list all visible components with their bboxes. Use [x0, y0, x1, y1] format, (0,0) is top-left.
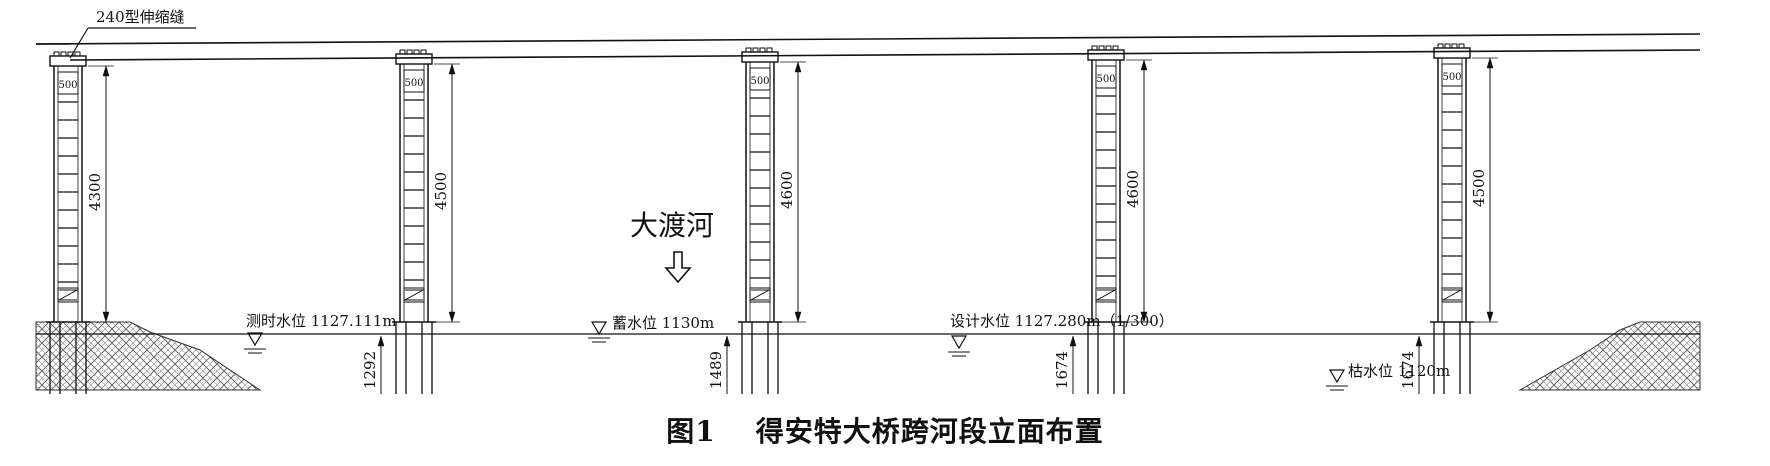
pier-height-label: 4600 — [1124, 170, 1142, 208]
pier-height-dimension: 4600 — [778, 61, 806, 323]
figure-number: 图1 — [666, 415, 716, 448]
dry-water-level-label: 枯水位 1120m — [1348, 362, 1450, 380]
bridge-deck — [35, 33, 1701, 61]
pier-width-label: 500 — [404, 78, 423, 89]
pier-3: 500 4600 1489 — [707, 47, 806, 394]
right-bank — [1518, 321, 1701, 391]
expansion-joint-label: 240型伸缩缝 — [96, 8, 185, 26]
pier-1: 500 4300 — [46, 51, 114, 394]
pier-base-label: 1489 — [707, 351, 725, 389]
figure-title: 得安特大桥跨河段立面布置 — [755, 415, 1104, 448]
pier-width-label: 500 — [1442, 72, 1461, 83]
piers: 500 4300 500 4500 1292 500 4600 1489 500 4600 1674… — [46, 43, 1498, 394]
river-name: 大渡河 — [630, 209, 714, 242]
pier-height-label: 4500 — [432, 172, 450, 210]
measured-water-level-label: 测时水位 1127.111m — [246, 312, 397, 330]
pier-width-label: 500 — [58, 80, 77, 91]
pier-base-dimension: 1674 — [1399, 335, 1423, 394]
pier-base-dimension: 1674 — [1053, 335, 1077, 394]
left-bank — [35, 321, 262, 391]
pier-height-label: 4300 — [86, 173, 104, 211]
expansion-joint-callout: 240型伸缩缝 — [69, 8, 196, 59]
pier-height-dimension: 4600 — [1124, 59, 1152, 323]
dry-water-level: 枯水位 1120m — [1326, 362, 1450, 391]
pier-base-dimension: 1489 — [707, 335, 731, 394]
measured-water-level: 测时水位 1127.111m — [244, 312, 397, 354]
figure-caption: 图1 得安特大桥跨河段立面布置 — [0, 410, 1770, 450]
pier-2: 500 4500 1292 — [361, 49, 460, 394]
design-water-level: 设计水位 1127.280m（1/300） — [948, 312, 1174, 357]
pier-height-dimension: 4500 — [432, 63, 460, 323]
pier-base-label: 1674 — [1053, 351, 1071, 389]
flow-direction-arrow-icon — [664, 251, 692, 284]
pier-height-dimension: 4300 — [86, 65, 114, 323]
pier-height-dimension: 4500 — [1470, 57, 1498, 323]
pier-base-label: 1674 — [1399, 351, 1417, 389]
pier-4: 500 4600 1674 — [1053, 45, 1152, 394]
pier-width-label: 500 — [1096, 74, 1115, 85]
pier-base-label: 1292 — [361, 351, 379, 389]
pier-height-label: 4500 — [1470, 169, 1488, 207]
pier-base-dimension: 1292 — [361, 335, 385, 394]
pier-width-label: 500 — [750, 76, 769, 87]
pier-height-label: 4600 — [778, 171, 796, 209]
storage-water-level: 蓄水位 1130m — [588, 314, 714, 343]
pier-5: 500 4500 1674 — [1399, 43, 1498, 394]
storage-water-level-label: 蓄水位 1130m — [612, 314, 714, 332]
design-water-level-label: 设计水位 1127.280m（1/300） — [950, 312, 1174, 330]
